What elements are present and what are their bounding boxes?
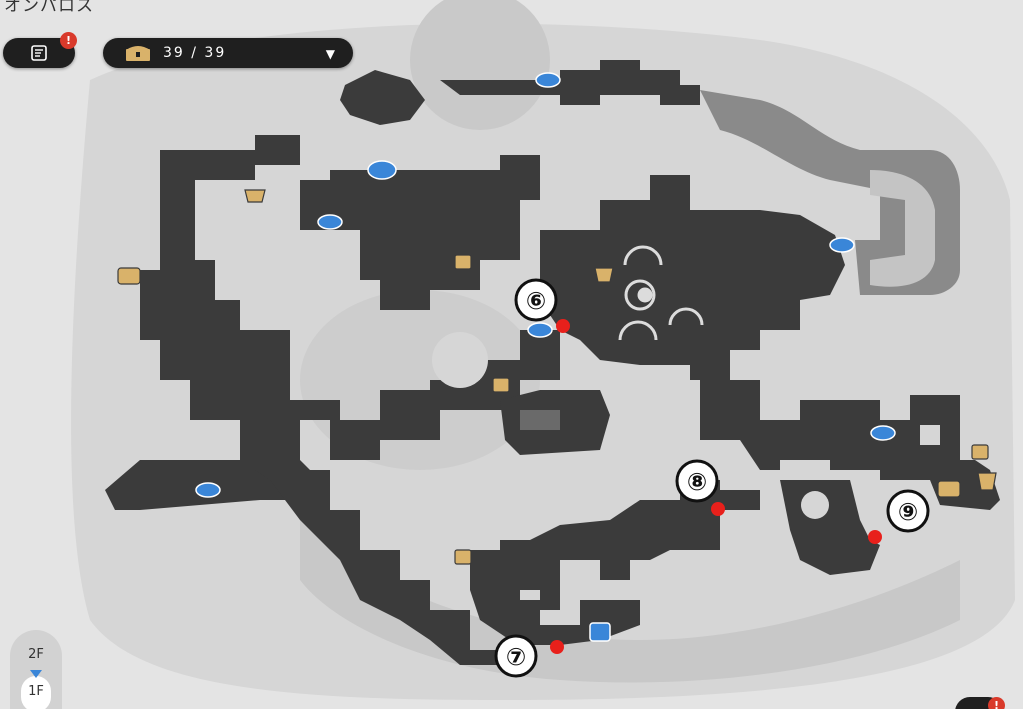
marker-dot-8	[711, 502, 725, 516]
journal-alert-badge: !	[60, 32, 77, 49]
floor-1f-current[interactable]: 1F	[21, 670, 51, 709]
corner-alert-badge: !	[988, 697, 1005, 709]
marker-6-number: ⑥	[526, 287, 546, 315]
warp-points[interactable]	[195, 72, 896, 642]
space-anchor-icon	[195, 482, 221, 498]
marker-9-number: ⑨	[898, 498, 918, 526]
space-anchor-icon	[535, 72, 561, 88]
floor-plan	[105, 60, 1000, 665]
marker-label-ring-9	[886, 489, 930, 533]
floor-1f-label: 1F	[28, 684, 44, 699]
floor-selector[interactable]: 2F 1F	[10, 630, 62, 709]
puzzle-piece-icon	[454, 254, 472, 270]
puzzle-piece-icon	[971, 444, 989, 460]
region-title: オンパロス	[4, 0, 94, 16]
space-anchor-icon	[367, 160, 397, 180]
marker-label-ring-7	[494, 634, 538, 678]
synthesizer-icon	[589, 622, 611, 642]
space-anchor-icon	[870, 425, 896, 441]
floor-2f[interactable]: 2F	[28, 647, 44, 662]
bell-icon	[244, 189, 266, 203]
bell-icon	[594, 267, 614, 283]
caret-down-icon: ▼	[325, 47, 335, 61]
quest-dots[interactable]	[550, 319, 882, 654]
marker-8-number: ⑧	[687, 468, 707, 496]
chest-counter-dropdown[interactable]: 39 / 39 ▼	[103, 38, 353, 68]
treasure-chest-icon	[126, 46, 150, 61]
bell-icon	[977, 472, 997, 491]
space-anchor-icon	[317, 214, 343, 230]
exits-and-bells[interactable]	[117, 189, 997, 498]
exit-door-icon	[117, 267, 141, 285]
courtyard-details	[306, 121, 940, 519]
marker-dot-6	[556, 319, 570, 333]
marker-label-ring-8	[675, 459, 719, 503]
marker-label-ring-6	[514, 278, 558, 322]
puzzle-piece-icon	[454, 549, 472, 565]
puzzle-pieces[interactable]	[454, 254, 989, 565]
marker-dot-7	[550, 640, 564, 654]
marker-label-text: ⑥ ⑦ ⑧ ⑨	[506, 287, 918, 671]
current-floor-pointer-icon	[30, 670, 42, 678]
marker-dot-9	[868, 530, 882, 544]
puzzle-piece-icon	[492, 377, 510, 393]
chest-count: 39 / 39	[163, 45, 227, 61]
marker-7-number: ⑦	[506, 643, 526, 671]
exit-door-icon	[937, 480, 961, 498]
space-anchor-icon	[527, 322, 553, 338]
space-anchor-icon	[829, 237, 855, 253]
marker-labels	[494, 278, 930, 678]
journal-icon	[31, 45, 47, 61]
